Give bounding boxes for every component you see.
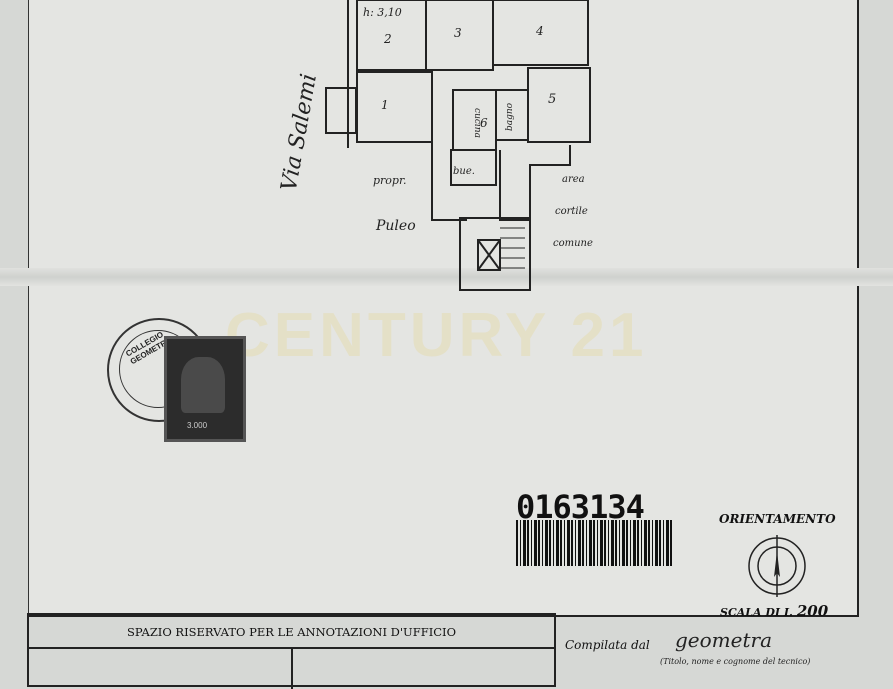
room-number: 4 <box>536 24 544 38</box>
compass-icon <box>748 535 806 597</box>
room-number: 1 <box>381 98 389 112</box>
owner-label: propr. <box>373 174 407 187</box>
bath-label: bagno <box>505 102 516 132</box>
courtyard-label: comune <box>553 238 593 249</box>
office-annotations-title: SPAZIO RISERVATO PER LE ANNOTAZIONI D'UF… <box>29 615 554 649</box>
orientation-label: ORIENTAMENTO <box>719 512 836 526</box>
watermark: CENTURY 21 <box>225 301 648 370</box>
balcony <box>325 87 357 134</box>
height-label: h: 3,10 <box>363 6 402 19</box>
courtyard-label: cortile <box>555 206 588 217</box>
room-5 <box>527 67 591 143</box>
room-4 <box>492 0 589 66</box>
corridor <box>431 142 467 221</box>
compiled-by-value: geometra <box>675 628 773 652</box>
storage <box>450 149 497 186</box>
room-number: 6 <box>480 116 488 130</box>
room-1 <box>356 71 433 143</box>
kitchen-label: cucina <box>471 108 482 138</box>
document-sheet <box>28 0 859 617</box>
scale: SCALA DI I.200 <box>720 602 829 620</box>
room-number: 5 <box>548 92 557 107</box>
floor-plan <box>325 0 591 291</box>
wall-east <box>499 145 571 221</box>
compiled-by-note: (Titolo, nome e cognome del tecnico) <box>660 657 811 666</box>
revenue-stamp: 3.000 <box>164 336 246 442</box>
neighbor-label: Puleo <box>376 218 416 234</box>
office-annotations-box: SPAZIO RISERVATO PER LE ANNOTAZIONI D'UF… <box>27 613 556 689</box>
barcode <box>516 520 674 566</box>
courtyard-label: area <box>562 174 585 185</box>
document-number: 0163134 <box>516 488 645 526</box>
paper-fold <box>0 268 893 286</box>
compiled-by-label: Compilata dal <box>565 638 650 652</box>
bathroom <box>495 89 529 141</box>
room-number: 2 <box>384 32 392 46</box>
storage-label: bue. <box>453 166 475 177</box>
room-number: 3 <box>454 26 462 40</box>
staircase <box>459 217 531 291</box>
